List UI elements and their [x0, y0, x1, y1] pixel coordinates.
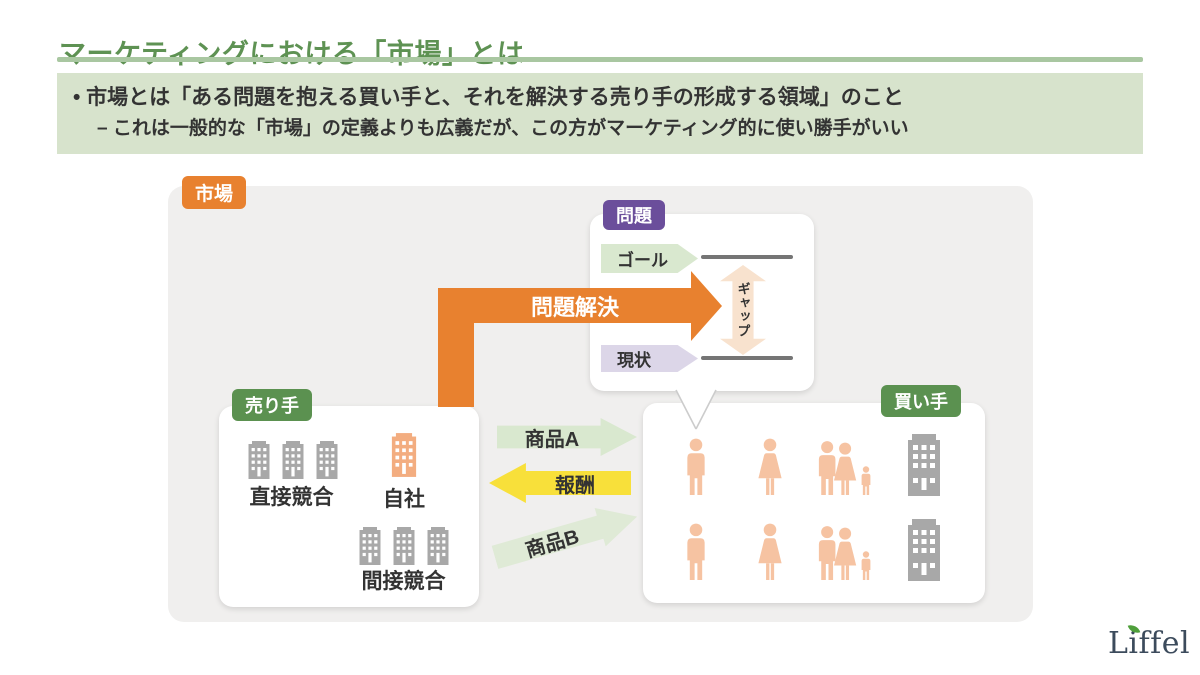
market-badge: 市場	[182, 176, 247, 209]
gap-label: ギャップ	[735, 282, 751, 338]
building-icon	[905, 519, 943, 581]
building-icon	[905, 434, 943, 496]
current-state-label: 現状	[601, 345, 698, 372]
building-icon	[314, 441, 340, 479]
building-icon	[357, 527, 383, 565]
solution-arrow-label: 問題解決	[530, 295, 619, 320]
own-company-label: 自社	[383, 488, 425, 511]
direct-competitors-label: 直接競合	[249, 486, 334, 509]
family-icon	[814, 437, 876, 495]
goal-label: ゴール	[601, 244, 698, 273]
product-a-label: 商品A	[524, 428, 580, 451]
man-icon	[682, 523, 710, 580]
own-company-building-icon	[389, 431, 419, 479]
summary-box: • 市場とは「ある問題を抱える買い手と、それを解決する売り手の形成する領域」のこ…	[57, 73, 1143, 154]
building-icon	[425, 527, 451, 565]
woman-icon	[755, 438, 785, 495]
problem-badge: 問題	[603, 200, 665, 230]
summary-line-1: • 市場とは「ある問題を抱える買い手と、それを解決する売り手の形成する領域」のこ…	[73, 86, 904, 109]
goal-line	[701, 255, 793, 259]
current-line	[701, 356, 793, 360]
pointer-tail-icon	[675, 389, 717, 430]
reward-label: 報酬	[555, 474, 595, 497]
seller-badge: 売り手	[232, 389, 312, 421]
page-title: マーケティングにおける「市場」とは	[59, 39, 525, 70]
man-icon	[682, 438, 710, 495]
title-underline	[57, 57, 1143, 62]
building-icon	[391, 527, 417, 565]
solution-arrow-head	[691, 271, 722, 341]
indirect-competitors-label: 間接競合	[361, 570, 446, 593]
summary-line-2: – これは一般的な「市場」の定義よりも広義だが、この方がマーケティング的に使い勝…	[97, 118, 909, 139]
company-logo: Liffel	[1108, 622, 1191, 661]
building-icon	[246, 441, 272, 479]
solution-arrow-horizontal	[438, 288, 691, 323]
buyer-badge: 買い手	[881, 385, 961, 417]
family-icon	[814, 522, 876, 580]
logo-text: Liffel	[1108, 626, 1191, 661]
building-icon	[280, 441, 306, 479]
woman-icon	[755, 523, 785, 580]
seller-box	[219, 406, 479, 607]
